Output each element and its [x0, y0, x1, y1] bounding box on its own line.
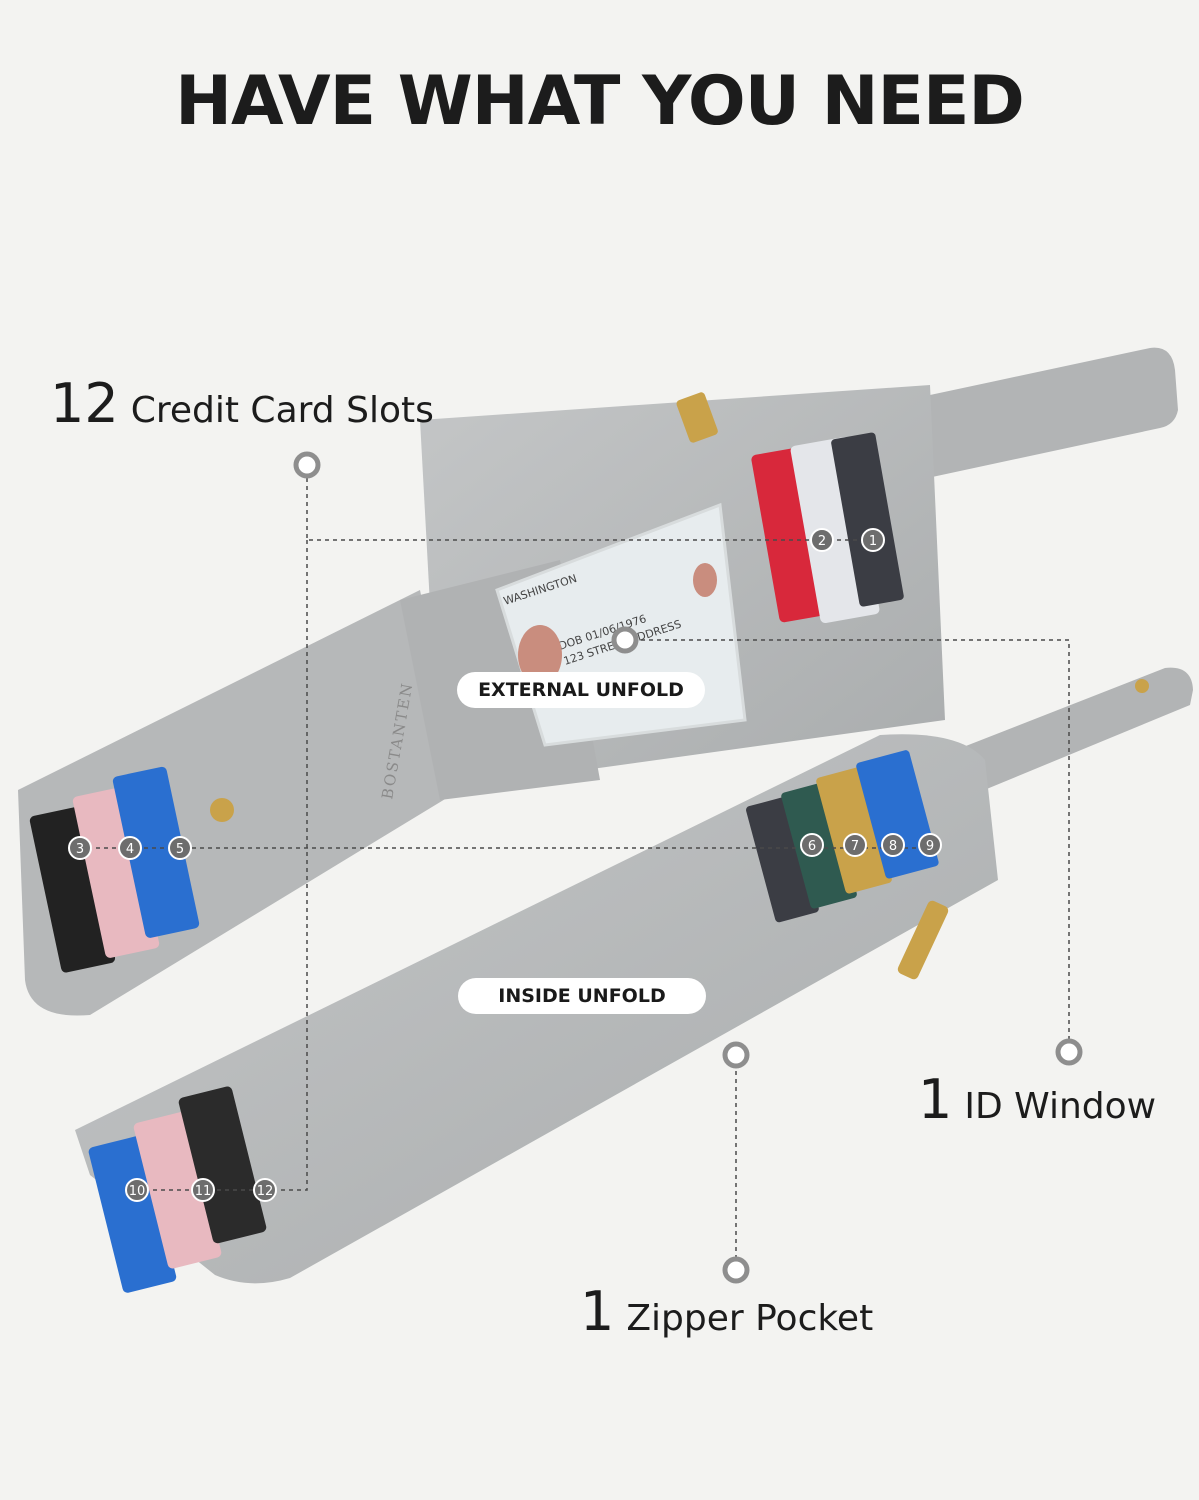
zipper-pocket-callout: 1 Zipper Pocket [580, 1280, 873, 1343]
slot-badge-1 [861, 528, 885, 552]
slot-badge-10 [125, 1178, 149, 1202]
slot-badge-6 [800, 833, 824, 857]
id-window-marker [611, 626, 639, 654]
slot-badge-2 [810, 528, 834, 552]
slot-badge-number: 12 [257, 1184, 274, 1199]
zipper-pocket-count: 1 [580, 1280, 615, 1343]
callout-markers [293, 451, 1083, 1284]
card-slots-marker [293, 451, 321, 479]
card-slots-label: Credit Card Slots [130, 390, 434, 431]
slot-badge-number: 2 [818, 534, 826, 549]
id-window-label-marker [1055, 1038, 1083, 1066]
id-window-label: ID Window [964, 1086, 1157, 1127]
slot-badge-number: 10 [129, 1184, 146, 1199]
external-unfold-label: EXTERNAL UNFOLD [457, 672, 705, 708]
slot-badge-7 [843, 833, 867, 857]
slot-badge-8 [881, 833, 905, 857]
slot-badge-number: 4 [126, 842, 134, 857]
callout-leader-lines [80, 470, 1070, 1270]
headline: HAVE WHAT YOU NEED [175, 62, 1025, 141]
slot-badge-11 [191, 1178, 215, 1202]
slot-badge-number: 5 [176, 842, 184, 857]
zipper-pocket-label-marker [722, 1256, 750, 1284]
slot-badge-number: 11 [195, 1184, 212, 1199]
slot-badge-number: 8 [889, 839, 897, 854]
id-window-callout: 1 ID Window [918, 1068, 1156, 1131]
slot-badge-4 [118, 836, 142, 860]
slot-badge-9 [918, 833, 942, 857]
id-window-count: 1 [918, 1068, 953, 1131]
zipper-pocket-marker [722, 1041, 750, 1069]
slot-badge-number: 1 [869, 534, 877, 549]
slot-badge-number: 9 [926, 839, 934, 854]
card-slots-count: 12 [50, 372, 119, 435]
zipper-pocket-label: Zipper Pocket [626, 1298, 874, 1339]
slot-badge-3 [68, 836, 92, 860]
card-slots-callout: 12 Credit Card Slots [50, 372, 434, 435]
inside-unfold-label: INSIDE UNFOLD [458, 978, 706, 1014]
slot-badge-number: 7 [851, 839, 859, 854]
slot-badge-12 [253, 1178, 277, 1202]
slot-badge-number: 3 [76, 842, 84, 857]
slot-badge-5 [168, 836, 192, 860]
slot-badge-number: 6 [808, 839, 816, 854]
